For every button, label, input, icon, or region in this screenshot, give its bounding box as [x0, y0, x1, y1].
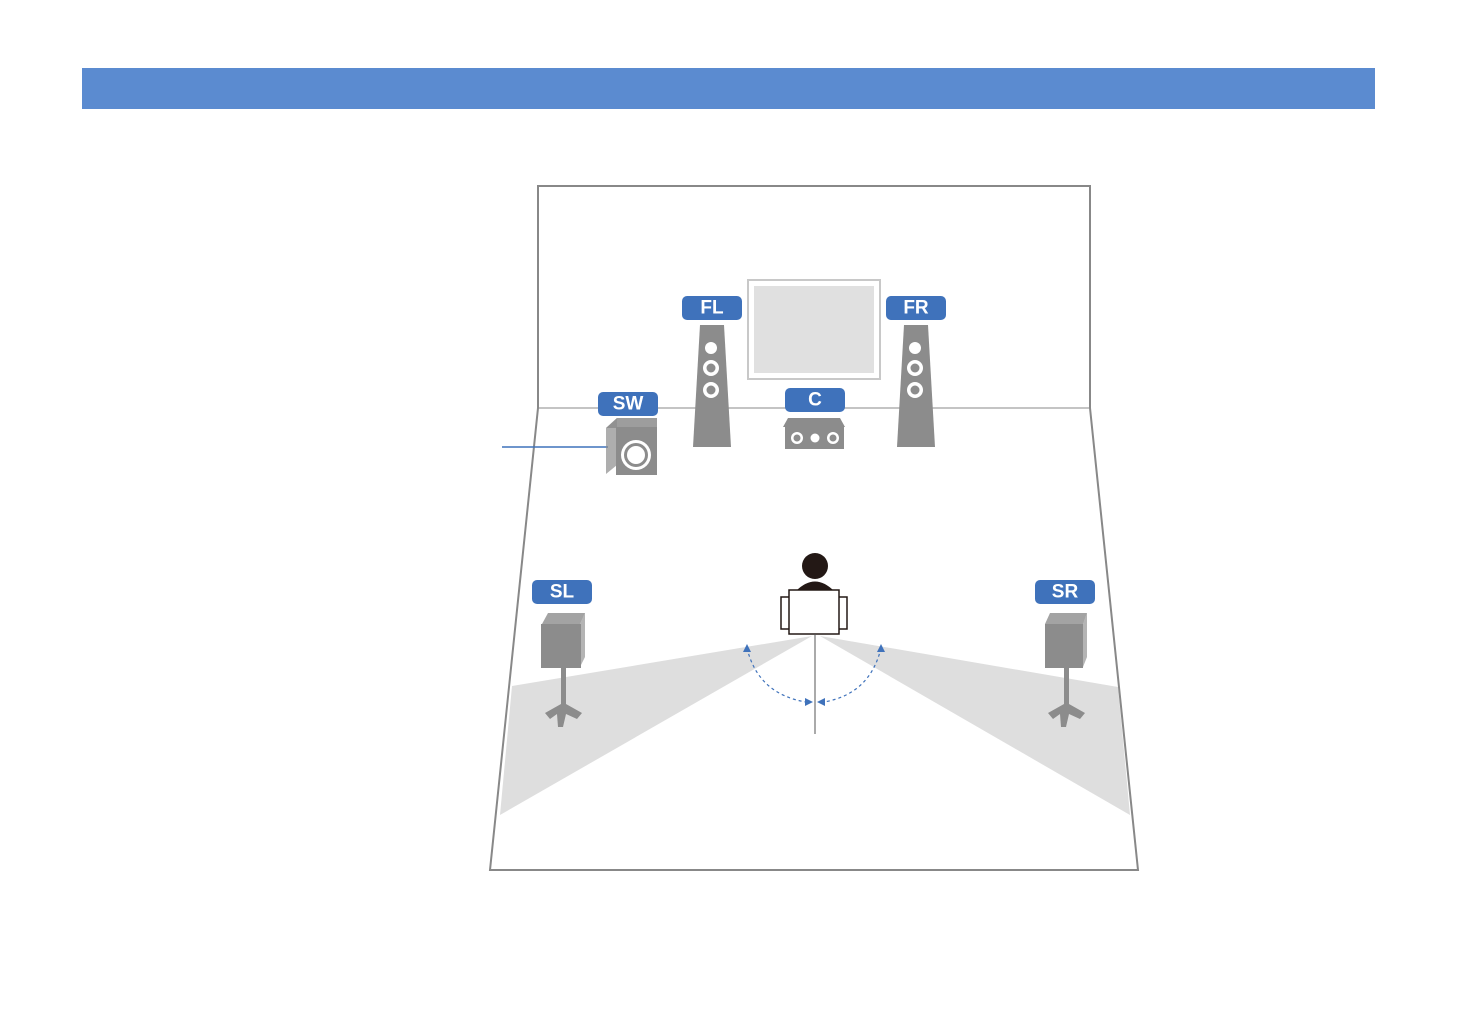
c-label: C — [808, 390, 822, 411]
sr-label: SR — [1052, 582, 1079, 603]
fl-label-badge: FL — [682, 296, 742, 320]
c-label-badge: C — [785, 388, 845, 412]
fr-label-badge: FR — [886, 296, 946, 320]
front-right-speaker: FR — [886, 296, 946, 447]
front-left-speaker: FL — [682, 296, 742, 447]
sr-label-badge: SR — [1035, 580, 1095, 604]
sl-label-badge: SL — [532, 580, 592, 604]
fr-label: FR — [903, 298, 929, 319]
sl-label: SL — [550, 582, 575, 603]
sw-label-badge: SW — [598, 392, 658, 416]
subwoofer-speaker: SW — [502, 392, 658, 475]
fl-label: FL — [700, 298, 724, 319]
tower-speaker-icon — [897, 325, 935, 447]
subwoofer-icon — [606, 418, 657, 475]
center-speaker: C — [783, 388, 845, 449]
center-speaker-icon — [783, 418, 845, 449]
floor-outline — [490, 408, 1138, 870]
tower-speaker-icon — [693, 325, 731, 447]
tv-screen-icon — [748, 280, 880, 379]
listener-in-chair-icon — [781, 553, 847, 634]
sw-label: SW — [613, 394, 644, 415]
